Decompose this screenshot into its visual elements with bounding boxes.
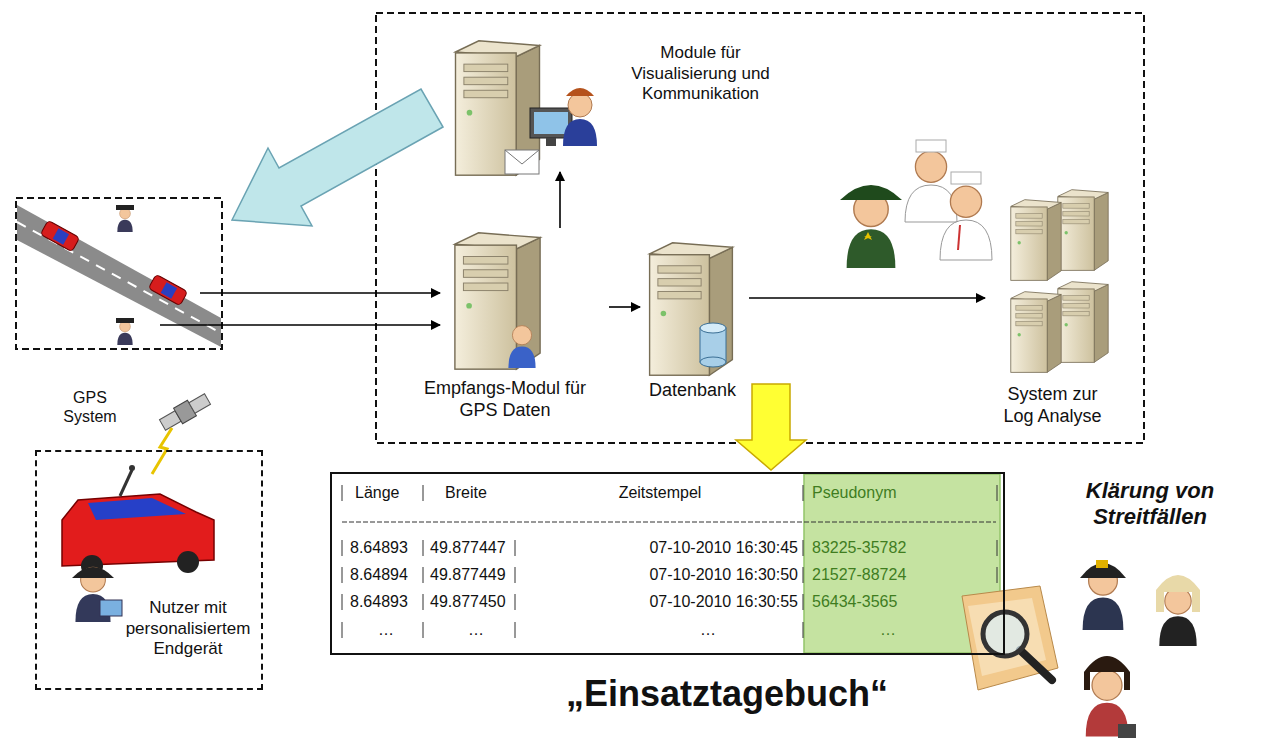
operator-icon <box>530 88 597 146</box>
database-module: Datenbank <box>640 238 749 408</box>
node-label: System zur Log Analyse <box>995 384 1110 428</box>
table-cell: 07-10-2010 16:30:55 <box>600 592 798 611</box>
table-cell: … <box>468 620 484 639</box>
label-holder: … <box>378 620 394 639</box>
label-holder: GPS System <box>58 388 122 426</box>
label-holder: 07-10-2010 16:30:50 <box>600 565 798 584</box>
label-holder: Pseudonym <box>812 483 897 502</box>
label-holder: 07-10-2010 16:30:55 <box>600 592 798 611</box>
ascii-separators <box>342 485 997 638</box>
server-icon <box>455 233 540 369</box>
table-cell: 83225-35782 <box>812 538 906 557</box>
diagram-heading: „Einsatztagebuch“ <box>527 672 927 716</box>
label-holder: 8.64893 <box>350 538 408 557</box>
table-header: Pseudonym <box>812 483 897 502</box>
flow-arrow <box>559 172 561 228</box>
label-holder: Klärung von Streitfällen <box>1070 478 1230 531</box>
feedback-arrow <box>232 89 443 226</box>
table-cell: 49.877449 <box>430 565 506 584</box>
label-holder: 49.877450 <box>430 592 506 611</box>
label-holder: … <box>468 620 484 639</box>
label-holder: 8.64893 <box>350 592 408 611</box>
label-holder: 21527-88724 <box>812 565 906 584</box>
table-header: Länge <box>355 483 400 502</box>
magnifier-paper <box>962 586 1058 690</box>
label-holder: Breite <box>445 483 487 502</box>
gps-label: GPS System <box>58 388 122 426</box>
node-label: Nutzer mit personalisiertem Endgerät <box>117 598 259 660</box>
flow-arrow <box>749 297 985 299</box>
label-holder: 8.64894 <box>350 565 408 584</box>
module-label-box: Module für Visualisierung und Kommunikat… <box>450 35 800 172</box>
label-holder: Zeitstempel <box>560 483 760 502</box>
server-stack <box>1011 190 1108 373</box>
export-arrow <box>736 384 806 470</box>
system-frame <box>376 13 1144 443</box>
table-cell: … <box>378 620 394 639</box>
user-device-box: Nutzer mit personalisiertem Endgerät <box>35 450 263 690</box>
table-cell: 56434-3565 <box>812 592 897 611</box>
dispute-people <box>1080 560 1200 738</box>
label-holder: Länge <box>355 483 400 502</box>
server-icon <box>650 243 733 375</box>
mail-icon <box>505 150 539 174</box>
table-cell: … <box>880 620 896 639</box>
gps-satellite <box>158 391 212 433</box>
server-icon <box>456 41 540 175</box>
node-label: Module für Visualisierung und Kommunikat… <box>608 43 793 105</box>
database-icon <box>700 323 726 367</box>
flow-arrow <box>609 306 640 308</box>
table-cell: 8.64893 <box>350 592 408 611</box>
label-holder: … <box>880 620 896 639</box>
log-analysis-module: System zur Log Analyse <box>985 180 1120 437</box>
node-label: Datenbank <box>640 380 745 402</box>
dispute-heading: Klärung von Streitfällen <box>1070 478 1230 531</box>
table-cell: 8.64894 <box>350 565 408 584</box>
user-icon <box>508 326 535 368</box>
gps-data-arrow <box>200 292 440 294</box>
road-scene <box>16 198 222 349</box>
table-cell: 07-10-2010 16:30:45 <box>600 538 798 557</box>
node-label: Empfangs-Modul für GPS Daten <box>405 378 605 422</box>
table-ground <box>331 473 1004 654</box>
analyst-group <box>840 140 992 268</box>
label-holder: 49.877447 <box>430 538 506 557</box>
table-cell: 49.877447 <box>430 538 506 557</box>
gps-data-arrow <box>160 324 440 326</box>
label-holder: 07-10-2010 16:30:45 <box>600 538 798 557</box>
label-holder: 49.877449 <box>430 565 506 584</box>
table-header: Zeitstempel <box>560 483 760 502</box>
table-cell: 8.64893 <box>350 538 408 557</box>
table-cell: 49.877450 <box>430 592 506 611</box>
table-header: Breite <box>445 483 487 502</box>
table-cell: 21527-88724 <box>812 565 906 584</box>
table-cell: 07-10-2010 16:30:50 <box>600 565 798 584</box>
ascii-rule <box>342 522 996 523</box>
label-holder: 83225-35782 <box>812 538 906 557</box>
label-holder: … <box>700 620 716 639</box>
label-holder: 56434-3565 <box>812 592 897 611</box>
table-cell: … <box>700 620 716 639</box>
receiver-module: Empfangs-Modul für GPS Daten <box>405 228 609 437</box>
